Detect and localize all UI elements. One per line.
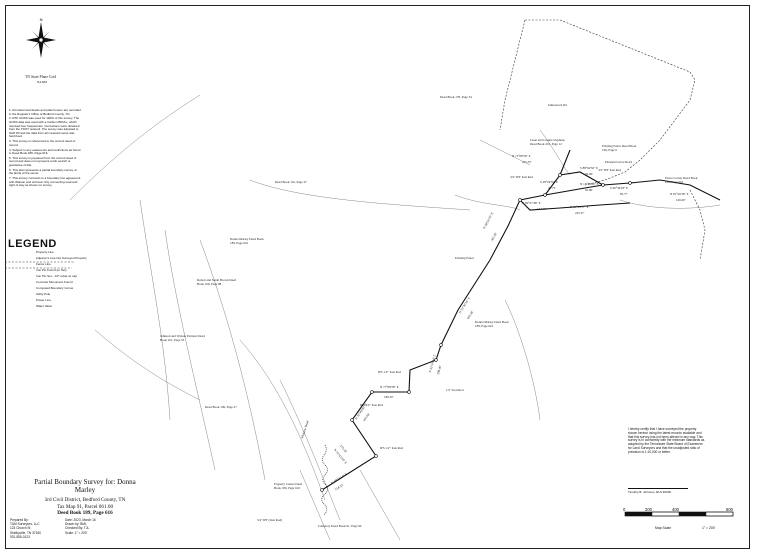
- distance-label: 124.49': [537, 207, 547, 211]
- map-label: Deed Book 178, Page 34: [440, 95, 472, 99]
- distance-label: 106.00': [676, 198, 686, 202]
- pin-label: 3/4" IPF Iron Rod: [598, 168, 621, 172]
- pin-label: 3/4" IPF Iron Rod: [510, 175, 533, 179]
- map-label: Robert and Sarah Brown Deed Book 109, Pa…: [197, 278, 237, 286]
- map-label: Deed Book 109, Page 27: [205, 405, 237, 409]
- distance-label: 85.77': [620, 192, 628, 196]
- legend-item: Power Line: [36, 298, 52, 302]
- bearing-label: S 66°36'18" E: [610, 186, 629, 190]
- scale-tick: 600: [726, 507, 733, 512]
- legend-item: Utility Pole: [36, 292, 51, 296]
- scale-caption: Map Scale: [655, 526, 672, 530]
- distance-label: 180.50': [384, 395, 394, 399]
- distance-label: 47.75': [548, 186, 556, 190]
- note-item: 5. This survey is prepared from the curr…: [9, 155, 77, 168]
- pin-label: IPS 1/2" Iron Rod: [360, 403, 383, 407]
- survey-notes: 1. All referenced deeds and plats hereon…: [9, 108, 81, 189]
- scale-ratio: 1" = 200': [702, 526, 716, 530]
- legend: Property Line Adjoiner's Line Not Survey…: [8, 250, 87, 320]
- checked-by: Checked By: TJL: [65, 526, 90, 531]
- scale-tick: 0: [623, 507, 626, 512]
- grid-label: TN State Plane Grid: [25, 75, 56, 79]
- map-label: Donna Marley Deed Book 189, Page 616: [230, 237, 264, 245]
- drawing-scale: Scale: 1" = 200': [65, 530, 88, 535]
- scale-tick: 400: [672, 507, 679, 512]
- map-label: Existing Fence Deed Book 199, Page 6: [602, 144, 637, 152]
- legend-item: Adjoiner's Line Not Surveyed Property: [36, 256, 87, 260]
- note-item: 3. This survey is referenced to the curr…: [9, 139, 76, 147]
- legend-title: LEGEND: [8, 238, 57, 250]
- company-city: Shelbyville, TN 37160: [10, 530, 41, 535]
- map-label: Jamestown Rd: [548, 103, 567, 107]
- bearing-label: S 28°24'30" E: [540, 180, 559, 184]
- survey-title: Partial Boundary Survey for: Donna Marle…: [34, 478, 136, 494]
- tax-map-label: Tax Map 91, Parcel 061.00: [56, 503, 114, 510]
- bearing-label: N 17°38'06" E: [580, 182, 599, 186]
- map-label: Existing Fence: [455, 256, 475, 260]
- company-name: T&M Surveyors, LLC: [10, 522, 40, 527]
- distance-label: 245.37': [575, 211, 585, 215]
- bearing-label: N 84°39'57" E: [570, 205, 589, 209]
- prepared-heading: Prepared By:: [10, 518, 29, 522]
- surveyor-signature: Timothy B. Johnson, RLS #2000: [628, 490, 672, 494]
- note-item: 6. This plat represents a partial bounda…: [9, 167, 77, 176]
- company-phone: 931-555-0123: [10, 534, 30, 539]
- legend-item: Iron Pin Found (or Set): [36, 268, 67, 272]
- note-item: 7. This survey connects to a boundary li…: [9, 176, 81, 188]
- legend-item: Iron Pin Set - 1/2" rebar w/ cap: [36, 274, 77, 278]
- surveyor-certification: I hereby certify that I have surveyed th…: [628, 427, 705, 454]
- scale-bar: [624, 511, 734, 517]
- note-item: 2. RTK GNSS was used for 100% of this su…: [9, 116, 80, 139]
- pin-label: 1/2" Iron Rod: [446, 388, 464, 392]
- map-label: Pleasant Grove Road: [605, 160, 632, 164]
- map-label: Deed Book 110, Page 47: [275, 180, 307, 184]
- map-label: Jason and Connie Stephens Deed Book 201,…: [530, 138, 565, 146]
- pin-label: IPS 1/2" Iron Rod: [380, 446, 403, 450]
- survey-date: Date: 2023, March 16: [65, 518, 96, 522]
- distance-label: 65.80': [585, 188, 593, 192]
- district-label: 3rd Civil District, Bedford County, TN: [44, 497, 126, 503]
- pin-label: IPS 1/2" Iron Rod: [378, 370, 401, 374]
- scale-tick: 200: [645, 507, 652, 512]
- legend-item: Water Valve: [36, 304, 53, 308]
- bearing-label: S 88°02'36" E: [580, 166, 599, 170]
- distance-label: 50.00': [585, 172, 593, 176]
- map-label: Fence Corner Deed Book 189, Page 616: [665, 176, 698, 184]
- north-arrow-icon: N: [26, 17, 56, 58]
- company-address: 123 Church St: [10, 526, 31, 531]
- drawing-frame: [5, 5, 750, 549]
- legend-item: Computed Boundary Corner: [36, 286, 74, 290]
- distance-label: 415.33': [522, 160, 532, 164]
- creek-line: [321, 444, 328, 516]
- tract-label: Donna Marley Deed Book 189, Page 616: [475, 320, 509, 328]
- bearing-label: N 71°08'59" E: [512, 154, 531, 158]
- title-block: Partial Boundary Survey for: Donna Marle…: [30, 478, 140, 517]
- note-item: 1. All referenced deeds and plats hereon…: [9, 108, 81, 116]
- drawn-by: Drawn by: BML: [65, 522, 87, 527]
- bearing-label: N 81°26'39" E: [670, 192, 689, 196]
- prepared-by-block: Prepared By: T&M Surveyors, LLC 123 Chur…: [10, 518, 150, 546]
- datum-label: NAD83: [37, 80, 48, 84]
- pin-label: 3/4" IPF (Iron Rod): [257, 518, 283, 522]
- legend-item: Fence Line: [36, 262, 51, 266]
- bearing-label: N 82°27'48" E: [522, 201, 541, 205]
- map-label: Property Corner Deed Book 189, Page 616: [274, 482, 303, 490]
- bearing-label: N 77°08'58" E: [380, 385, 399, 389]
- deed-label: Deed Book 189, Page 616: [57, 510, 113, 516]
- note-item: 4. Subject to any easements and restrict…: [9, 147, 81, 156]
- map-label: Johnson and Watson Partners Deed Book 22…: [160, 334, 205, 342]
- svg-text:N: N: [40, 17, 43, 22]
- signature-line: [628, 488, 688, 489]
- legend-item: Property Line: [36, 250, 54, 254]
- legend-item: Concrete Monument Found: [36, 280, 73, 284]
- map-label: Cemetery Deed Book 91, Page 90: [318, 524, 362, 528]
